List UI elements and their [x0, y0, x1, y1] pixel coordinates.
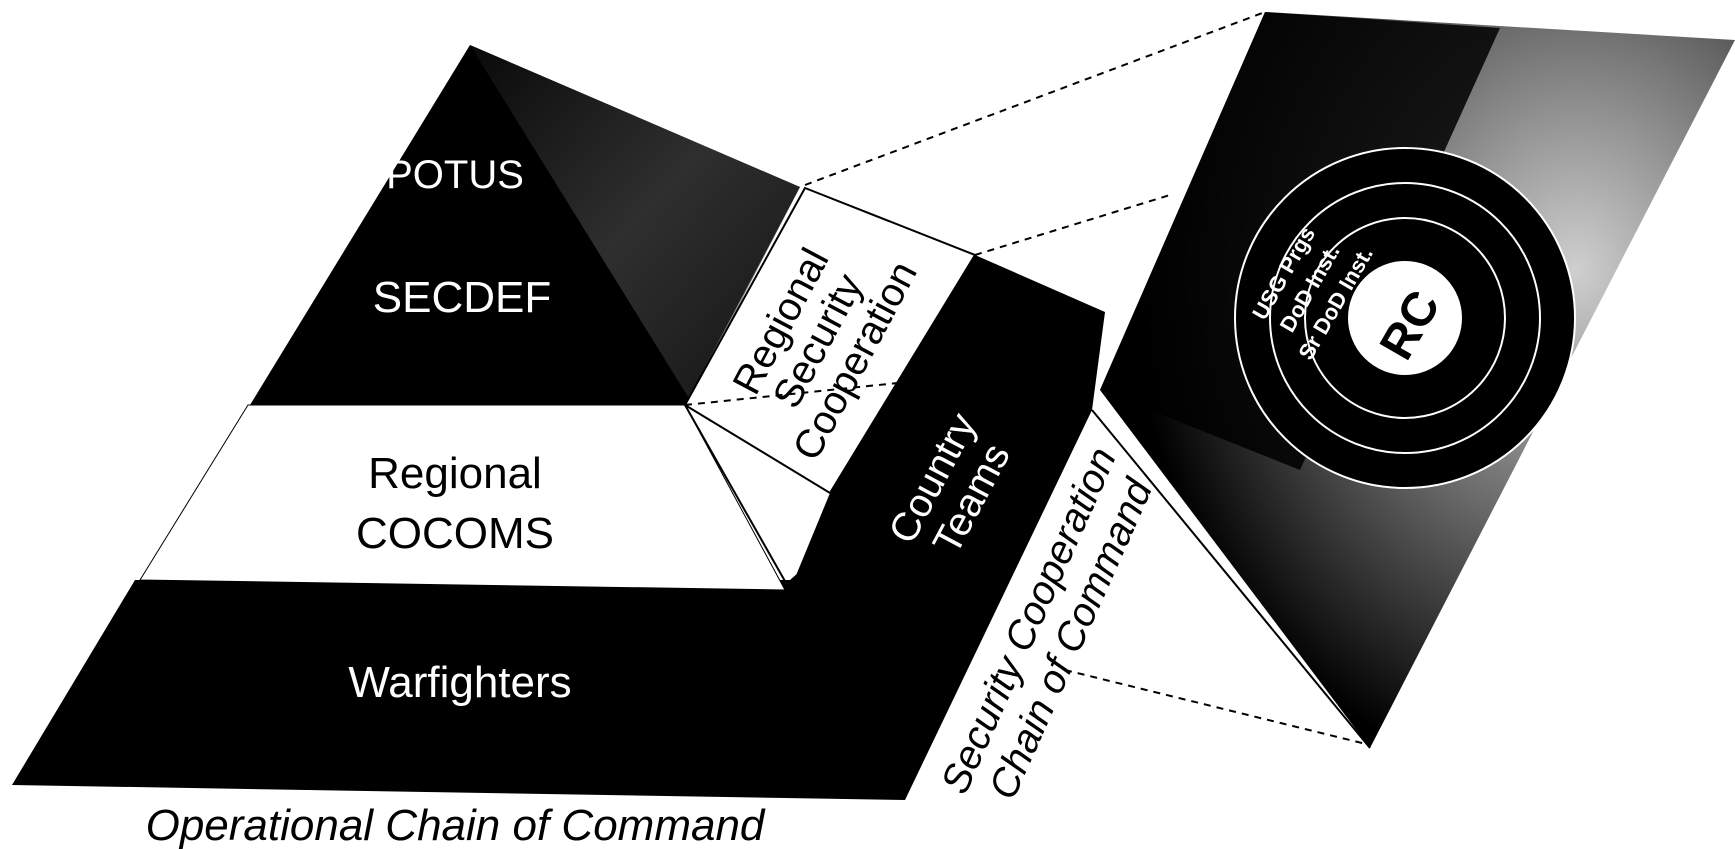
label-regional: Regional [368, 449, 542, 498]
label-warfighters: Warfighters [348, 658, 571, 707]
projection-lines [684, 11, 1371, 746]
label-cocoms: COCOMS [356, 509, 554, 558]
side-face-edge [684, 404, 791, 591]
caption-operational: Operational Chain of Command [146, 801, 766, 849]
middle-tier [139, 404, 786, 591]
top-tier-sheen [470, 45, 800, 400]
label-secdef: SECDEF [373, 273, 551, 322]
panel-diagonal [1091, 409, 1371, 749]
rc-center [1346, 259, 1464, 377]
warfighters-band [12, 317, 1092, 800]
label-potus: POTUS [386, 153, 524, 197]
rings [1234, 147, 1576, 489]
country-teams-block [790, 255, 1105, 600]
